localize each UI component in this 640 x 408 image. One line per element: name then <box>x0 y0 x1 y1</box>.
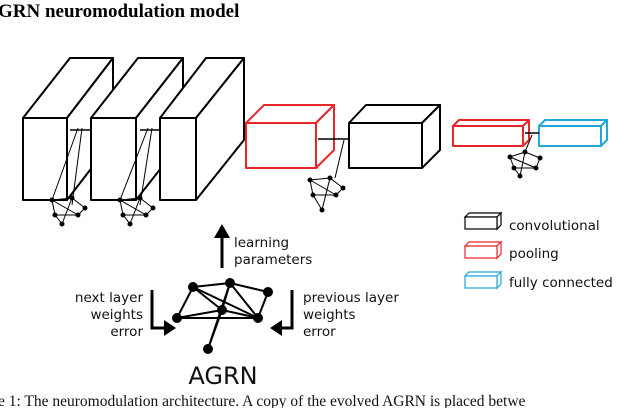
legend: convolutional pooling fully connected <box>463 211 613 291</box>
left-label-1: next layer <box>75 290 144 306</box>
left-arrow <box>150 290 176 336</box>
legend-convolutional: convolutional <box>463 211 600 234</box>
legend-label-pooling: pooling <box>509 246 559 262</box>
mini-network-1 <box>49 127 88 227</box>
agrn-label: AGRN <box>188 362 257 390</box>
layer-connectors <box>70 129 539 140</box>
conv-layer-3 <box>159 57 245 201</box>
conv-layer-2 <box>90 57 184 201</box>
conv-layer-4 <box>348 104 441 169</box>
mini-network-4 <box>507 134 543 179</box>
up-arrow-label-1: learning <box>234 235 289 251</box>
right-label-1: previous layer <box>303 290 399 306</box>
agrn-network <box>172 278 273 354</box>
right-label-2: weights <box>303 307 356 323</box>
figure-caption: e 1: The neuromodulation architecture. A… <box>0 393 526 408</box>
mini-network-2 <box>117 127 156 227</box>
pooling-layer-2 <box>452 119 530 147</box>
left-label-3: error <box>110 324 143 340</box>
up-arrow-label-2: parameters <box>234 252 312 268</box>
right-arrow <box>270 290 294 336</box>
pooling-layer-1 <box>245 104 335 169</box>
mini-network-3 <box>307 139 346 213</box>
legend-label-convolutional: convolutional <box>509 218 600 234</box>
legend-pooling: pooling <box>463 240 559 262</box>
right-label-3: error <box>303 324 336 340</box>
fully-connected-layer <box>538 119 608 147</box>
up-arrow <box>214 224 230 268</box>
legend-fully-connected: fully connected <box>463 270 613 291</box>
legend-label-fully-connected: fully connected <box>509 275 613 291</box>
diagram-title: GRN neuromodulation model <box>0 1 239 22</box>
left-label-2: weights <box>90 307 143 323</box>
